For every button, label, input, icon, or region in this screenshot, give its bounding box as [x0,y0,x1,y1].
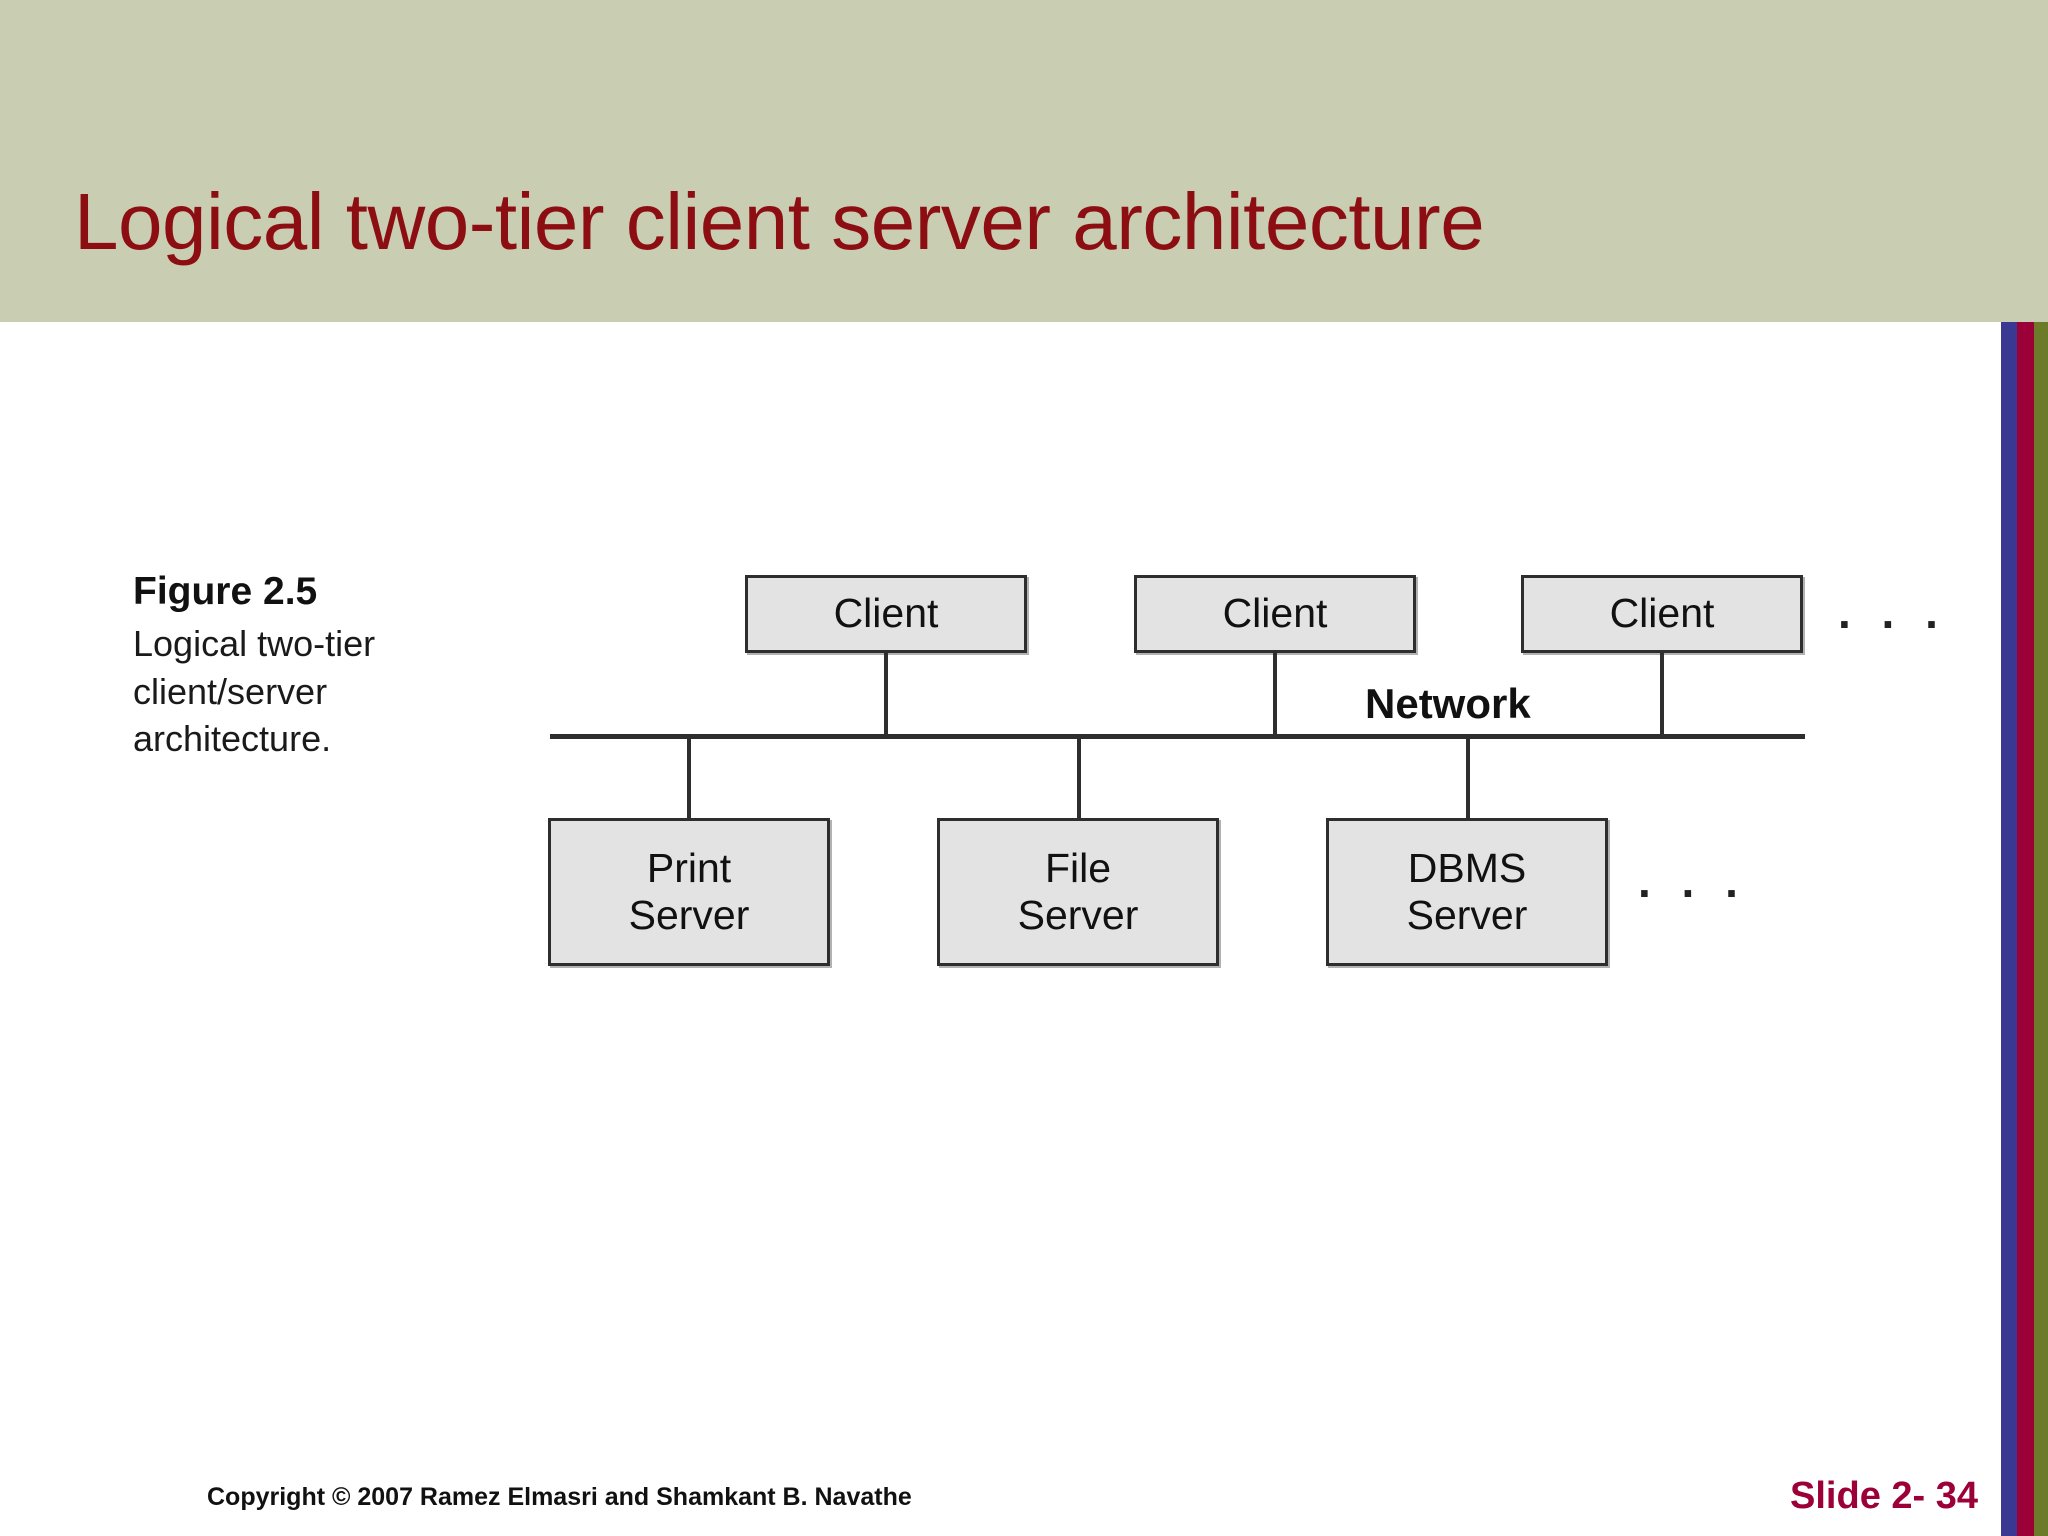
figure-description-line-3: architecture. [133,718,332,760]
figure-description-line-2: client/server [133,670,328,712]
accent-stripe-group [2001,322,2048,1536]
connector-server-3 [1466,738,1470,820]
dbms-server-label-line-1: DBMS [1407,844,1527,891]
connector-client-3 [1660,653,1664,736]
file-server-box[interactable]: File Server [937,818,1219,966]
accent-stripe-blue [2001,322,2017,1536]
client-box-3[interactable]: Client [1521,575,1803,653]
client-box-2-label: Client [1222,590,1328,637]
client-box-1[interactable]: Client [745,575,1027,653]
network-bus-line [550,734,1805,739]
print-server-box[interactable]: Print Server [548,818,830,966]
network-label: Network [1365,680,1531,727]
connector-server-2 [1077,738,1081,820]
figure-description: Logical two-tier client/server architect… [133,620,473,764]
servers-ellipsis: . . . [1638,855,1747,907]
dbms-server-box[interactable]: DBMS Server [1326,818,1608,966]
print-server-label-line-2: Server [628,892,750,938]
client-box-3-label: Client [1609,590,1715,637]
clients-ellipsis: . . . [1838,586,1947,638]
footer-slide-number: Slide 2- 34 [1790,1475,1978,1517]
connector-server-1 [687,738,691,820]
page-title: Logical two-tier client server architect… [74,177,1485,266]
slide-header-band [0,0,2048,322]
file-server-label-line-2: Server [1017,892,1139,938]
connector-client-1 [884,653,888,736]
figure-description-line-1: Logical two-tier [133,622,376,664]
print-server-label-line-1: Print [646,844,732,891]
dbms-server-label-line-2: Server [1406,892,1528,938]
client-box-2[interactable]: Client [1134,575,1416,653]
figure-number: Figure 2.5 [133,570,318,613]
accent-stripe-olive [2034,322,2048,1536]
figure-caption-block: Figure 2.5 Logical two-tier client/serve… [133,570,473,763]
client-box-1-label: Client [833,590,939,637]
accent-stripe-red [2017,322,2034,1536]
footer-copyright: Copyright © 2007 Ramez Elmasri and Shamk… [207,1483,912,1511]
connector-client-2 [1273,653,1277,736]
file-server-label-line-1: File [1044,844,1112,891]
